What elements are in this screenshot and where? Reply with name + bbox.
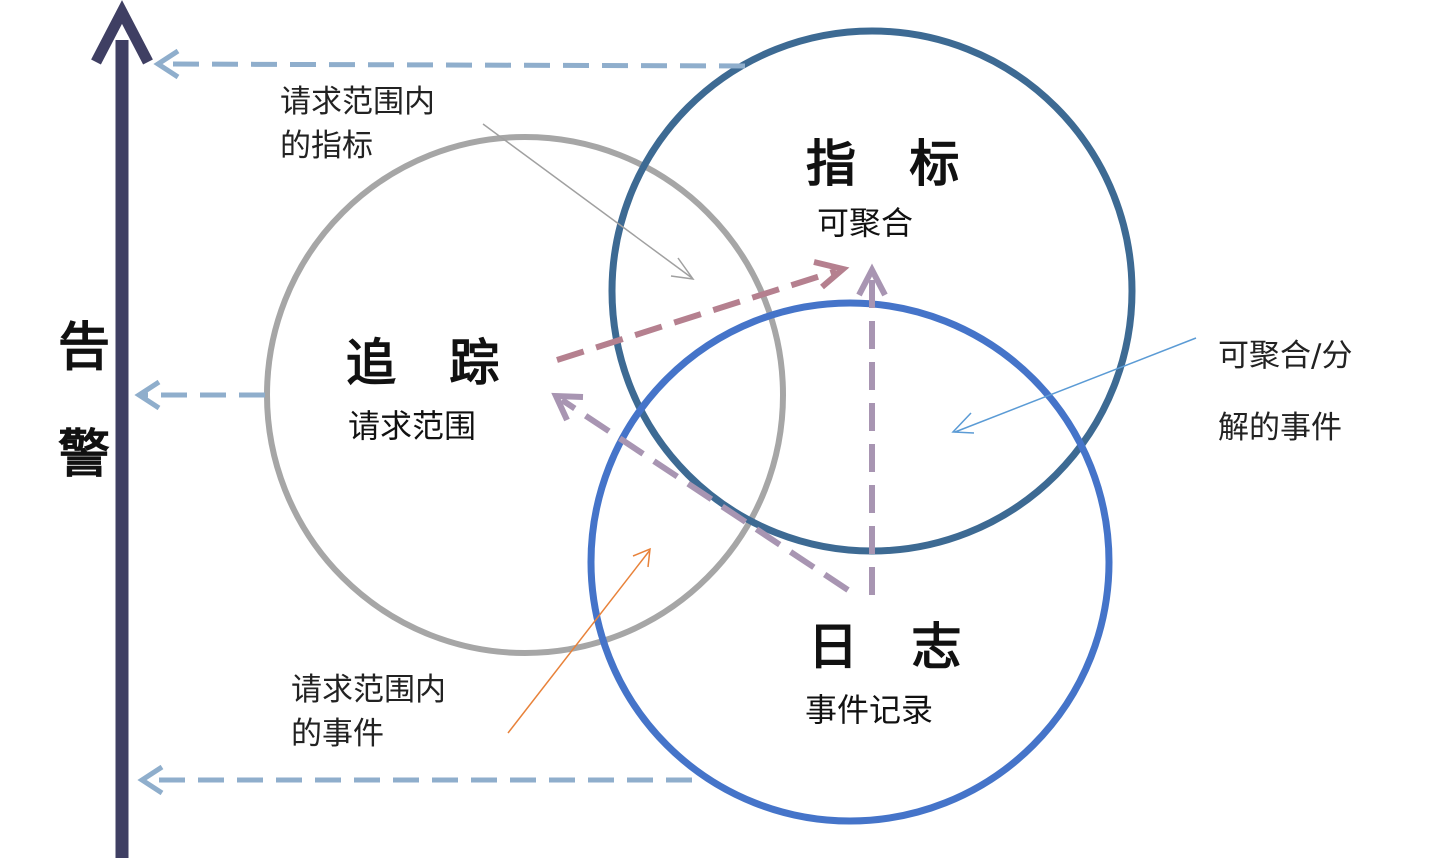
scoped-metrics-line1: 请求范围内 bbox=[280, 84, 435, 120]
logging-to-alarm-arrow bbox=[137, 764, 692, 796]
scoped-metrics-pointer bbox=[482, 123, 695, 280]
tracing-subtitle: 请求范围 bbox=[348, 407, 477, 445]
logging-to-tracing-arrow bbox=[551, 392, 850, 593]
aggregatable-events-line1: 可聚合/分 bbox=[1218, 338, 1353, 374]
logging-subtitle: 事件记录 bbox=[805, 691, 934, 729]
tracing-to-alarm-arrow bbox=[134, 379, 265, 411]
metrics-subtitle: 可聚合 bbox=[817, 204, 914, 242]
scoped-metrics-line2: 的指标 bbox=[280, 128, 373, 164]
metrics-title: 指 标 bbox=[806, 135, 978, 193]
tracing-to-metrics-arrow bbox=[556, 259, 850, 363]
aggregatable-events-annotation: 可聚合/分 解的事件 bbox=[1218, 320, 1352, 464]
aggregatable-events-line2: 解的事件 bbox=[1218, 410, 1342, 446]
scoped-events-line1: 请求范围内 bbox=[291, 672, 446, 708]
scoped-events-pointer bbox=[507, 547, 651, 734]
metrics-to-alarm-arrow bbox=[153, 48, 746, 80]
tracing-title: 追 踪 bbox=[346, 334, 518, 392]
scoped-events-line2: 的事件 bbox=[291, 716, 384, 752]
alarm-label-char-1: 告 bbox=[58, 318, 111, 378]
logging-to-metrics-arrow bbox=[856, 263, 888, 595]
tracing-circle bbox=[264, 134, 786, 656]
alarm-label-char-2: 警 bbox=[58, 425, 111, 485]
scoped-metrics-annotation: 请求范围内 的指标 bbox=[280, 80, 435, 168]
aggregatable-events-pointer bbox=[951, 337, 1197, 434]
logging-title: 日 志 bbox=[808, 618, 980, 676]
logging-circle bbox=[587, 299, 1113, 825]
alarm-axis-arrowhead bbox=[91, 0, 153, 65]
scoped-events-annotation: 请求范围内 的事件 bbox=[291, 668, 446, 756]
